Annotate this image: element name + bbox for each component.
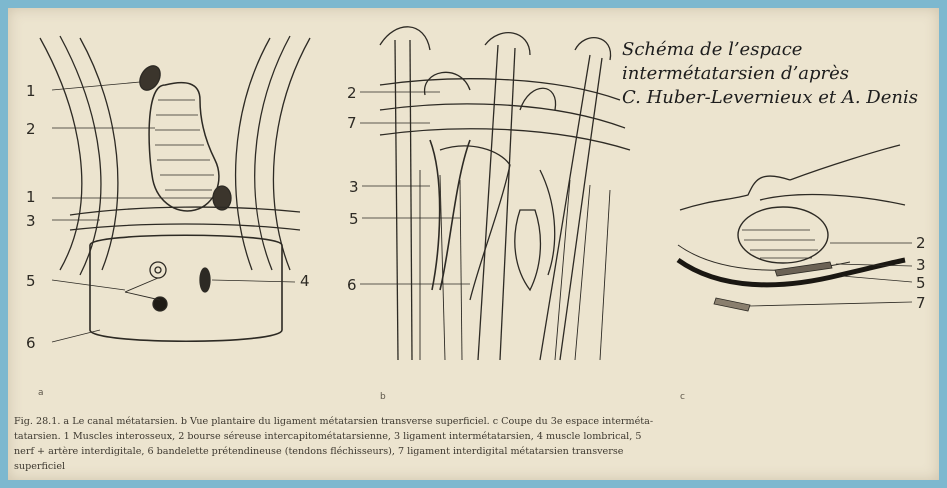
caption-line-3: nerf + artère interdigitale, 6 bandelett…: [14, 444, 942, 459]
panel-c-label-5: 5: [916, 274, 926, 292]
panel-a-label-2: 2: [26, 120, 36, 138]
panel-b-label-2: 2: [347, 84, 357, 102]
panel-c-label-3: 3: [916, 256, 926, 274]
caption-line-4: superficiel: [14, 459, 942, 474]
panel-a-label-1: 1: [26, 82, 36, 100]
panel-a-label-3: 3: [26, 212, 36, 230]
overlay-title-line-1: Schéma de l’espace: [622, 38, 942, 62]
panel-a-label-4: 4: [300, 272, 310, 290]
panel-a-drawing: [40, 36, 310, 342]
panel-c-label-7: 7: [916, 294, 926, 312]
panel-b-label-7: 7: [347, 114, 357, 132]
panel-b-label-3: 3: [349, 178, 359, 196]
panel-a-label-1b: 1: [26, 188, 36, 206]
panel-c-drawing: [678, 145, 912, 311]
panel-a-label-5: 5: [26, 272, 36, 290]
overlay-title-line-2: intermétatarsien d’après: [622, 62, 942, 86]
caption-line-2: tatarsien. 1 Muscles interosseux, 2 bour…: [14, 429, 942, 444]
figure-caption: Fig. 28.1. a Le canal métatarsien. b Vue…: [14, 414, 942, 474]
panel-c-label-2: 2: [916, 234, 926, 252]
overlay-title-line-3: C. Huber-Levernieux et A. Denis: [622, 86, 942, 110]
panel-b-drawing: [360, 27, 630, 360]
panel-c-sublabel: c: [680, 392, 685, 402]
panel-b-label-6: 6: [347, 276, 357, 294]
panel-a-sublabel: a: [38, 388, 44, 398]
panel-b-sublabel: b: [380, 392, 386, 402]
panel-b-label-5: 5: [349, 210, 359, 228]
caption-line-1: Fig. 28.1. a Le canal métatarsien. b Vue…: [14, 414, 942, 429]
overlay-title: Schéma de l’espace intermétatarsien d’ap…: [622, 38, 942, 110]
panel-a-label-6: 6: [26, 334, 36, 352]
